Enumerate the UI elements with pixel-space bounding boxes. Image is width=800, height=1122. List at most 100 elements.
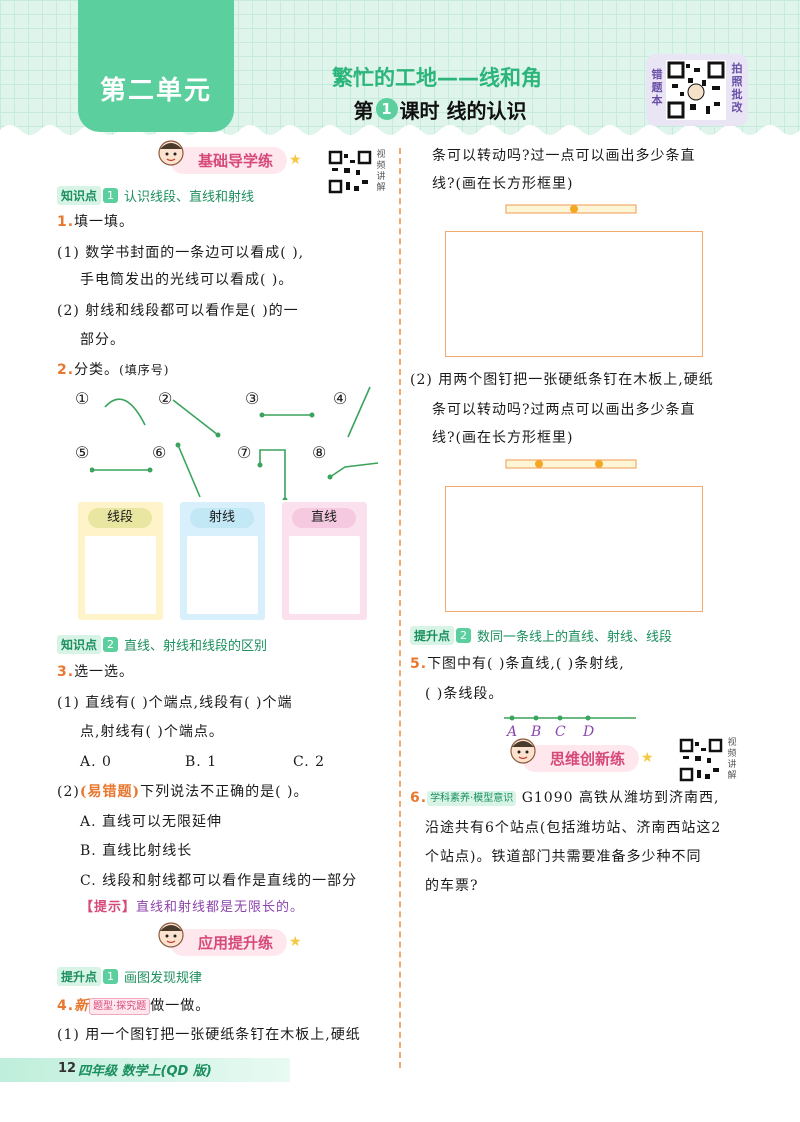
q5-text-a: 下图中有( )条直线,( )条射线,: [427, 656, 625, 672]
section-innovation-title: 思维创新练: [550, 749, 626, 768]
q5-number: 5.: [410, 656, 428, 672]
section-basic-banner: 基础导学练 ★: [158, 139, 302, 174]
mark-2: ②: [158, 389, 174, 408]
q3-2-option-b: B. 直线比射线长: [80, 843, 193, 859]
category-box-segment: 线段: [78, 502, 163, 620]
q5-line-figure: [504, 715, 636, 721]
up-text: 数同一条线上的直线、射线、线段: [477, 629, 673, 645]
q1-number: 1.: [57, 214, 75, 230]
star-icon: ★: [289, 152, 302, 168]
qr-left-label: 错题本: [651, 68, 663, 107]
q5-line-a: 5.下图中有( )条直线,( )条射线,: [410, 654, 625, 674]
q3-title-text: 选一选。: [74, 664, 135, 680]
up-tag: 提升点: [57, 966, 102, 986]
lesson-name: 课时 线的认识: [399, 98, 527, 123]
q1-title-text: 填一填。: [74, 214, 135, 230]
mark-6: ⑥: [152, 443, 168, 462]
q4-badge: 题型·探究题: [89, 997, 151, 1015]
q3-2-prefix: (2): [57, 784, 80, 800]
lesson-prefix: 第: [353, 98, 374, 123]
star-icon: ★: [289, 934, 302, 950]
point-b: B: [531, 724, 543, 740]
q6-number: 6.: [410, 790, 428, 806]
mark-7: ⑦: [237, 443, 253, 462]
chapter-title: 繁忙的工地——线和角: [332, 66, 542, 90]
q6-line-b: 沿途共有6个站点(包括潍坊站、济南西站这2: [425, 820, 722, 836]
q2-number: 2.: [57, 362, 75, 378]
q3-option-a: A. 0: [80, 754, 112, 770]
q4-1-line-c: 线?(画在长方形框里): [432, 176, 574, 192]
knowledge-point-2: 知识点 2 直线、射线和线段的区别: [57, 634, 267, 654]
footer-bar: [0, 1058, 290, 1082]
q1-2-line-a: (2) 射线和线段都可以看作是( )的一: [57, 303, 299, 319]
strip-one-pin: [505, 204, 637, 214]
video-qr-code-icon[interactable]: [328, 150, 372, 194]
mark-4: ④: [333, 389, 349, 408]
improvement-point-1: 提升点 1 画图发现规律: [57, 966, 202, 986]
q6-text-a: G1090 高铁从潍坊到济南西,: [521, 790, 720, 806]
drawing-frame-2[interactable]: [445, 486, 703, 612]
up-num: 2: [456, 627, 472, 643]
q3-option-b: B. 1: [185, 754, 218, 770]
page-footer: 12 四年级 数学上(QD 版): [0, 1058, 800, 1082]
drawing-frame-1[interactable]: [445, 231, 703, 357]
video-qr-code-icon[interactable]: [679, 738, 723, 782]
q6-line-d: 的车票?: [425, 878, 479, 894]
kp-num: 2: [103, 636, 119, 652]
page-header: 第二单元 繁忙的工地——线和角 第 1 课时 线的认识 错题本 拍照批改: [0, 0, 800, 144]
q1-1-line-b: 手电筒发出的光线可以看成( )。: [80, 272, 294, 288]
q3-2-text: 下列说法不正确的是( )。: [140, 784, 309, 800]
q4-title-text: 做一做。: [150, 998, 211, 1014]
q2-figures: [90, 386, 379, 500]
figure-8-angle: [329, 462, 379, 478]
category-box-ray: 射线: [180, 502, 265, 620]
knowledge-point-1: 知识点 1 认识线段、直线和射线: [57, 185, 254, 205]
q4-2-line-c: 线?(画在长方形框里): [432, 430, 574, 446]
section-apply-banner: 应用提升练 ★: [158, 921, 302, 956]
figure-2-ray: [172, 399, 219, 436]
lesson-title: 第 1 课时 线的认识: [330, 95, 550, 123]
section-apply-title: 应用提升练: [198, 933, 274, 952]
mark-8: ⑧: [312, 443, 328, 462]
q4-1-line-a: (1) 用一个图钉把一张硬纸条钉在木板上,硬纸: [57, 1027, 361, 1043]
q3-hint: 【提示】直线和射线都是无限长的。: [80, 898, 304, 918]
answer-area-line[interactable]: [289, 536, 360, 614]
answer-area-segment[interactable]: [85, 536, 156, 614]
kid-face-icon: [158, 921, 184, 948]
q3-title: 3.选一选。: [57, 662, 134, 682]
q1-1-line-a: (1) 数学书封面的一条边可以看成( ),: [57, 245, 305, 261]
kp-text: 认识线段、直线和射线: [124, 189, 255, 205]
category-label-segment: 线段: [88, 508, 152, 528]
unit-tab: 第二单元: [78, 0, 234, 132]
lesson-number: 1: [375, 98, 398, 120]
figure-7-bent: [259, 449, 286, 500]
video-label: 视频讲解: [376, 150, 386, 193]
q4-title: 4.新题型·探究题做一做。: [57, 996, 210, 1016]
up-tag: 提升点: [410, 625, 455, 645]
q2-note: (填序号): [119, 363, 170, 377]
up-text: 画图发现规律: [124, 970, 203, 986]
figure-6-ray: [177, 444, 201, 498]
point-a: A: [507, 724, 519, 740]
q3-2-option-c: C. 线段和射线都可以看作是直线的一部分: [80, 873, 358, 889]
page-number: 12: [58, 1061, 77, 1076]
kid-face-icon: [158, 139, 184, 166]
q3-1-line-a: (1) 直线有( )个端点,线段有( )个端: [57, 695, 293, 711]
hint-text: 直线和射线都是无限长的。: [136, 900, 305, 915]
kp-tag: 知识点: [57, 634, 102, 654]
q3-option-c: C. 2: [293, 754, 326, 770]
answer-area-ray[interactable]: [187, 536, 258, 614]
mark-1: ①: [75, 389, 91, 408]
mistake-qr-card[interactable]: 错题本 拍照批改: [646, 54, 748, 126]
q3-number: 3.: [57, 664, 75, 680]
new-tag: 新: [74, 998, 90, 1014]
header-wave-edge: [0, 125, 800, 144]
q6-line-c: 个站点)。铁道部门共需要准备多少种不同: [425, 849, 702, 865]
category-box-line: 直线: [282, 502, 367, 620]
qr-code-icon: [666, 60, 726, 120]
category-label-line: 直线: [292, 508, 356, 528]
q1-2-line-b: 部分。: [80, 332, 125, 348]
q6-badge: 学科素养·模型意识: [427, 790, 517, 806]
q4-number: 4.: [57, 998, 75, 1014]
section-innovation-banner: 思维创新练 ★: [510, 737, 654, 772]
